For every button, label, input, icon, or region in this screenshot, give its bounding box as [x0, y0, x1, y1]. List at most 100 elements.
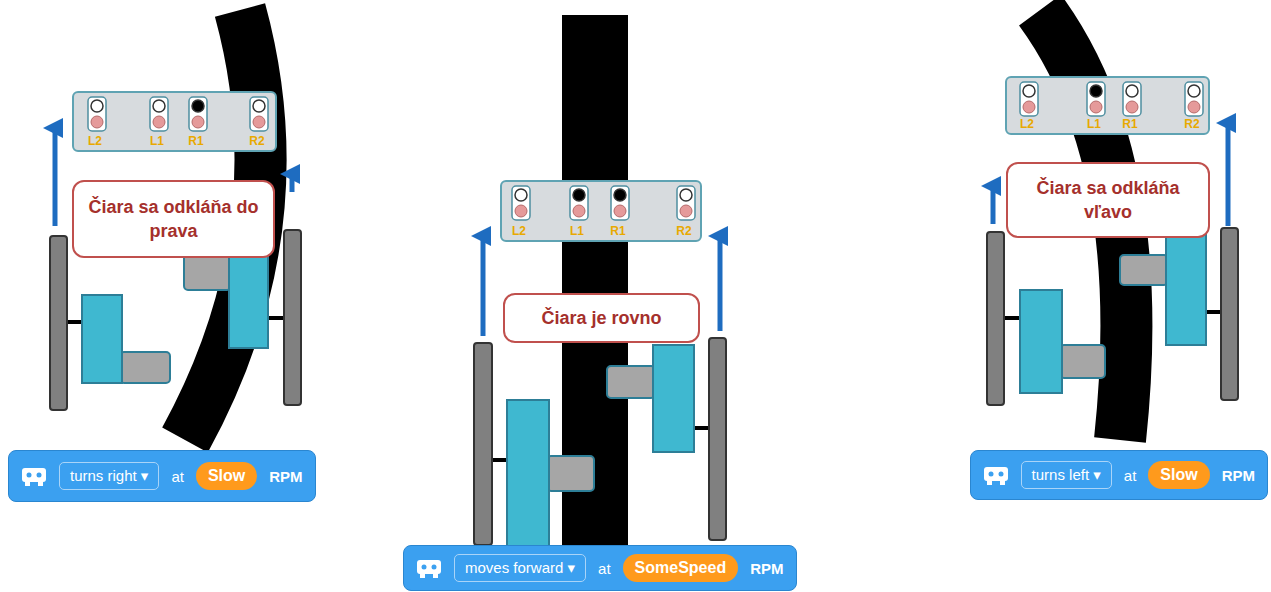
sensor-led	[253, 100, 265, 112]
sensor-led	[1023, 85, 1035, 97]
icon-eye	[37, 473, 42, 478]
sensor-body	[512, 186, 530, 220]
value-text: Slow	[1160, 466, 1197, 483]
sensor-label: R1	[1115, 117, 1145, 131]
dropdown-text: moves forward ▾	[465, 559, 575, 576]
icon-wheel	[25, 482, 30, 486]
dropdown-field: moves forward ▾	[454, 554, 586, 582]
sensor-icons	[502, 182, 704, 244]
sensor-eye	[573, 205, 585, 217]
block-text: RPM	[1222, 467, 1255, 484]
callout-text: Čiara sa odkláňa do prava	[84, 195, 263, 243]
dropdown-text: turns right ▾	[70, 467, 148, 484]
sensor-icons	[1007, 78, 1212, 137]
sensor-eye	[680, 205, 692, 217]
icon-body	[22, 468, 46, 482]
sensor-body	[1087, 82, 1105, 116]
robot-icon	[982, 463, 1010, 487]
block-text: RPM	[269, 468, 302, 485]
sensor-board: L2 L1 R1 R2	[1005, 76, 1210, 135]
sensor-body	[88, 97, 106, 131]
icon-eye	[988, 472, 993, 477]
sensor-board: L2 L1 R1 R2	[500, 180, 702, 242]
sensor-led	[515, 189, 527, 201]
icon-eye	[998, 472, 1003, 477]
sensor-eye	[614, 205, 626, 217]
sensor-label: L1	[1079, 117, 1109, 131]
sensor-board: L2 L1 R1 R2	[72, 91, 277, 152]
robot-body	[987, 228, 1238, 405]
icon-eye	[422, 565, 427, 570]
sensor-label: L2	[1012, 117, 1042, 131]
sensor-led	[573, 189, 585, 201]
sensor-body	[1123, 82, 1141, 116]
motion-arrow	[481, 236, 486, 336]
callout-text: Čiara sa odkláňa vľavo	[1018, 176, 1198, 224]
sensor-body	[1185, 82, 1203, 116]
sensor-eye	[91, 116, 103, 128]
sensor-label: R1	[603, 224, 633, 238]
motion-arrow	[53, 128, 58, 226]
sensor-label: R2	[669, 224, 699, 238]
sensor-body	[677, 186, 695, 220]
sensor-body	[570, 186, 588, 220]
icon-body	[417, 560, 441, 574]
motion-arrow	[1226, 123, 1231, 226]
sensor-label: R2	[1177, 117, 1207, 131]
block-text: RPM	[750, 560, 783, 577]
value-text: SomeSpeed	[635, 559, 727, 576]
sensor-label: L2	[504, 224, 534, 238]
callout-box: Čiara sa odkláňa do prava	[72, 180, 275, 258]
icon-eye	[432, 565, 437, 570]
block-text: at	[1124, 467, 1137, 484]
sensor-eye	[153, 116, 165, 128]
sensor-eye	[1023, 101, 1035, 113]
sensor-led	[91, 100, 103, 112]
icon-wheel	[1000, 481, 1005, 485]
motion-arrow	[991, 186, 996, 224]
sensor-eye	[515, 205, 527, 217]
callout-box: Čiara sa odkláňa vľavo	[1006, 162, 1210, 238]
sensor-label: L1	[142, 134, 172, 148]
callout-box: Čiara je rovno	[503, 293, 700, 343]
value-pill: SomeSpeed	[623, 554, 739, 582]
robot-icon	[20, 464, 48, 488]
sensor-body	[150, 97, 168, 131]
sensor-eye	[1090, 101, 1102, 113]
motion-arrow	[718, 236, 723, 331]
code-block: moves forward ▾ at SomeSpeed RPM	[403, 545, 797, 591]
value-pill: Slow	[196, 462, 257, 490]
block-text: at	[171, 468, 184, 485]
robot-icon	[415, 556, 443, 580]
sensor-body	[1020, 82, 1038, 116]
block-text: at	[598, 560, 611, 577]
sensor-led	[153, 100, 165, 112]
sensor-led	[1090, 85, 1102, 97]
value-text: Slow	[208, 467, 245, 484]
sensor-body	[189, 97, 207, 131]
value-pill: Slow	[1148, 461, 1209, 489]
sensor-led	[192, 100, 204, 112]
sensor-label: L1	[562, 224, 592, 238]
sensor-eye	[192, 116, 204, 128]
code-block: turns right ▾ at Slow RPM	[8, 450, 316, 502]
code-block: turns left ▾ at Slow RPM	[970, 450, 1268, 500]
sensor-label: L2	[80, 134, 110, 148]
sensor-led	[1126, 85, 1138, 97]
sensor-eye	[1126, 101, 1138, 113]
motion-arrow	[290, 174, 295, 192]
icon-body	[984, 467, 1008, 481]
sensor-icons	[74, 93, 279, 154]
sensor-led	[680, 189, 692, 201]
callout-text: Čiara je rovno	[541, 306, 661, 330]
sensor-label: R1	[181, 134, 211, 148]
dropdown-field: turns left ▾	[1021, 461, 1112, 489]
sensor-label: R2	[242, 134, 272, 148]
icon-wheel	[38, 482, 43, 486]
dropdown-text: turns left ▾	[1032, 466, 1101, 483]
sensor-led	[1188, 85, 1200, 97]
sensor-led	[614, 189, 626, 201]
icon-wheel	[433, 574, 438, 578]
sensor-body	[611, 186, 629, 220]
